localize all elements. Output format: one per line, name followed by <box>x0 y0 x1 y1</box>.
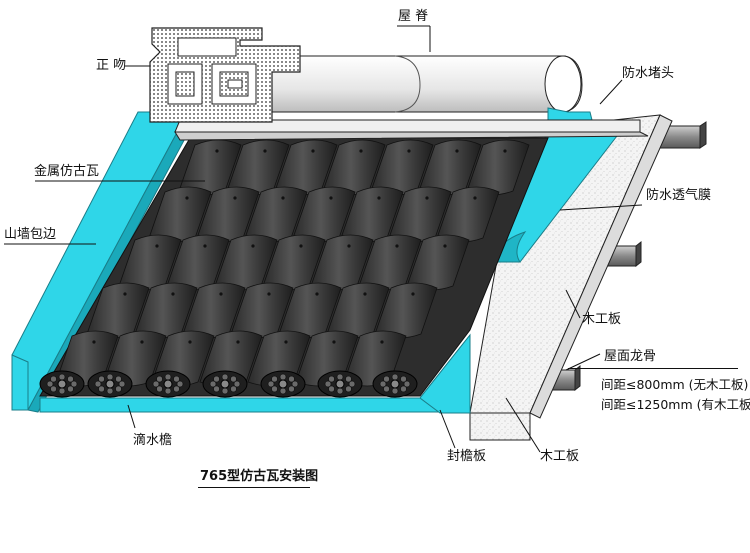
tile-screw <box>263 149 267 153</box>
tile-screw <box>299 244 303 248</box>
eave-board <box>39 333 471 414</box>
label-waterproof-cap: 防水堵头 <box>622 66 675 81</box>
label-ridge: 屋 脊 <box>398 9 429 24</box>
tile-screw <box>455 149 459 153</box>
leader-roof-keel <box>565 353 601 371</box>
label-gable-flashing: 山墙包边 <box>4 227 57 242</box>
drip-eave-tile <box>372 370 418 398</box>
label-spacing-with-board: 间距≤1250mm (有木工板) <box>601 397 750 412</box>
tile-screw <box>315 292 319 296</box>
drip-eave-tile <box>87 370 133 398</box>
roof-keel-underline <box>568 368 738 369</box>
tile-screw <box>443 244 447 248</box>
tile-screw <box>233 196 237 200</box>
label-eave-board: 封檐板 <box>447 449 487 464</box>
tile-screw <box>425 196 429 200</box>
tile-screw <box>123 292 127 296</box>
leader-wood-board-right <box>565 289 581 319</box>
ridge-cap <box>174 55 649 141</box>
tile-screw <box>236 340 240 344</box>
tile-screw <box>329 196 333 200</box>
drip-eave-tile <box>145 370 191 398</box>
drip-eave-tile <box>260 370 306 398</box>
tile-screw <box>203 244 207 248</box>
tile-screw <box>473 196 477 200</box>
label-roof-keel: 屋面龙骨 <box>604 349 657 364</box>
tile-screw <box>503 149 507 153</box>
tile-screw <box>332 340 336 344</box>
tile-screw <box>281 196 285 200</box>
tile-screw <box>140 340 144 344</box>
ridge-end-ornament <box>149 27 301 123</box>
tile-screw <box>188 340 192 344</box>
leader-membrane <box>559 204 643 211</box>
label-drip-eave: 滴水檐 <box>133 433 173 448</box>
tile-screw <box>411 292 415 296</box>
tile-screw <box>363 292 367 296</box>
tile-screw <box>377 196 381 200</box>
tile-screw <box>380 340 384 344</box>
label-metal-tile: 金属仿古瓦 <box>34 164 100 179</box>
leader-lines <box>4 25 643 453</box>
label-breathable-membrane: 防水透气膜 <box>646 188 712 203</box>
label-wood-board-right: 木工板 <box>582 312 622 327</box>
leader-eave-board <box>439 409 456 449</box>
label-wood-board-bottom: 木工板 <box>540 449 580 464</box>
tile-screw <box>155 244 159 248</box>
tile-screw <box>171 292 175 296</box>
tile-screw <box>251 244 255 248</box>
drip-eave-tile <box>39 370 85 398</box>
leader-waterproof-cap <box>599 79 623 105</box>
tile-screw <box>92 340 96 344</box>
label-ridge-end: 正 吻 <box>96 58 127 73</box>
tile-screw <box>407 149 411 153</box>
drip-eave-tile <box>202 370 248 398</box>
tile-screw <box>395 244 399 248</box>
tile-screw <box>311 149 315 153</box>
leader-drip-eave <box>127 404 136 429</box>
metal-tile-field <box>39 125 560 397</box>
diagram-title: 765型仿古瓦安装图 <box>200 469 319 484</box>
tile-screw <box>347 244 351 248</box>
tile-screw <box>219 292 223 296</box>
drip-eave-tile <box>317 370 363 398</box>
title-underline <box>198 487 310 488</box>
leader-wood-board-bottom <box>505 397 541 453</box>
tile-screw <box>185 196 189 200</box>
tile-screw <box>359 149 363 153</box>
tile-screw <box>267 292 271 296</box>
tile-screw <box>284 340 288 344</box>
label-spacing-no-board: 间距≤800mm (无木工板) <box>601 377 749 392</box>
tile-screw <box>215 149 219 153</box>
drip-eave <box>39 370 418 398</box>
